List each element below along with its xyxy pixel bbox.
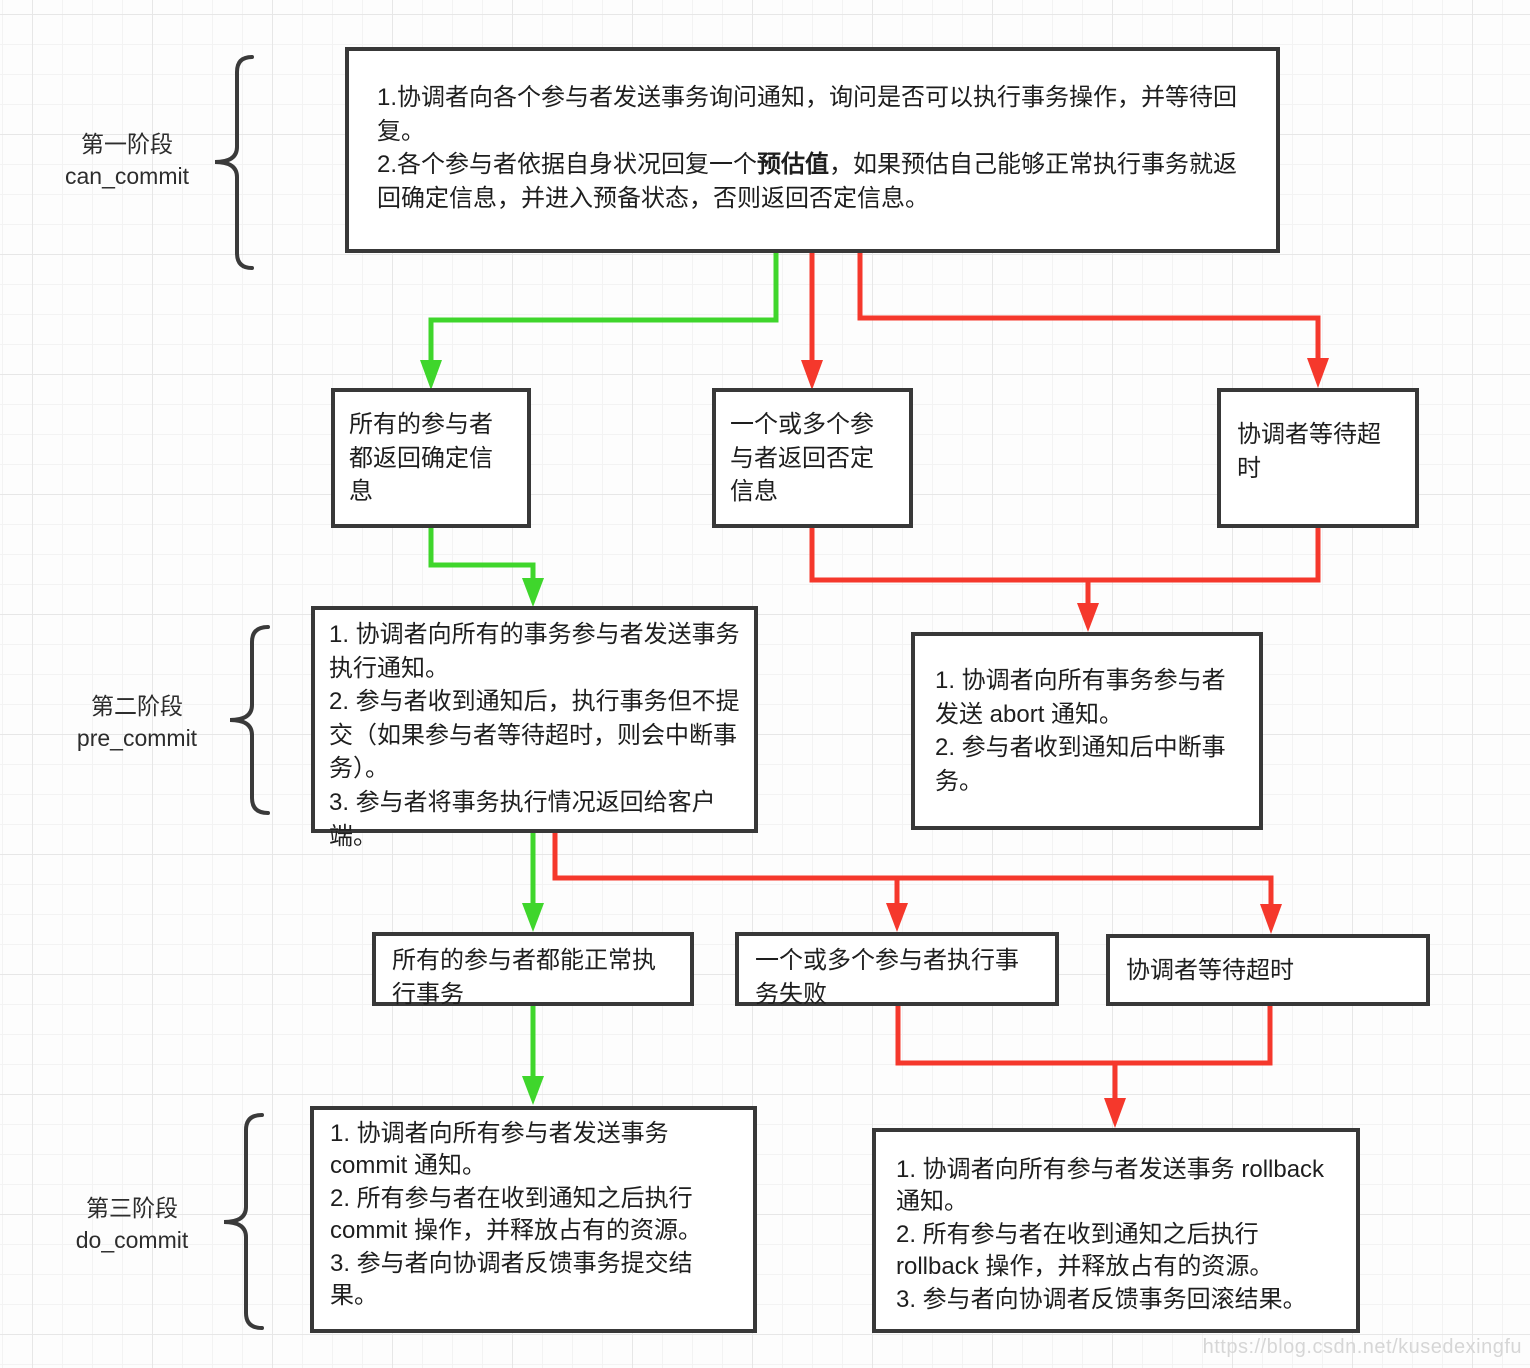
can-commit-item-2-post: ，如果预估自己能够正常执行事务就返回确定信息，并进入预备状态，否则返回否定信息。: [377, 151, 1238, 212]
phase1-en: can_commit: [65, 163, 189, 190]
box-some-no: 一个或多个参与者返回否定信息: [712, 388, 913, 528]
box-some-exec-fail: 一个或多个参与者执行事务失败: [735, 932, 1059, 1008]
box-all-exec-ok: 所有的参与者都能正常执行事务: [372, 932, 694, 1008]
phase3-en: do_commit: [75, 1227, 189, 1254]
arrow-cancommit-yes-head: [420, 360, 442, 390]
phase2-zh: 第二阶段: [91, 693, 183, 719]
arrow-to-docommit-head: [522, 1076, 544, 1105]
arrow-to-rollback-join: [895, 1006, 1273, 1066]
abort-item-2: 2. 参与者收到通知后中断事务。: [935, 734, 1226, 795]
arrow-cancommit-no-head: [801, 360, 823, 390]
box-abort: 1. 协调者向所有事务参与者发送 abort 通知。 2. 参与者收到通知后中断…: [911, 632, 1263, 830]
do-commit-item-1: 1. 协调者向所有参与者发送事务 commit 通知。: [330, 1120, 669, 1180]
do-commit-item-3: 3. 参与者向协调者反馈事务提交结果。: [330, 1249, 693, 1309]
arrow-cancommit-yes: [428, 253, 779, 362]
phase3-brace: [223, 1113, 264, 1330]
rollback-item-1: 1. 协调者向所有参与者发送事务 rollback 通知。: [896, 1156, 1325, 1216]
phase-label-1: 第一阶段 can_commit: [32, 128, 222, 192]
can-commit-item-2-bold: 预估值: [757, 151, 830, 179]
arrow-to-abort-join: [809, 528, 1321, 583]
arrow-to-abort-head: [1077, 603, 1099, 632]
arrow-precommit-timeout-head: [1260, 904, 1282, 934]
do-commit-item-2: 2. 所有参与者在收到通知之后执行 commit 操作，并释放占有的资源。: [330, 1184, 702, 1245]
pre-commit-item-1: 1. 协调者向所有的事务参与者发送事务执行通知。: [329, 621, 740, 682]
arrow-to-precommit: [428, 528, 536, 580]
arrow-precommit-ok-head: [522, 903, 544, 932]
abort-item-1: 1. 协调者向所有事务参与者发送 abort 通知。: [935, 667, 1226, 728]
box-all-yes: 所有的参与者都返回确定信息: [331, 388, 531, 528]
can-commit-item-2: 2.各个参与者依据自身状况回复一个预估值，如果预估自己能够正常执行事务就返回确定…: [377, 148, 1248, 215]
box-coordinator-timeout-2: 协调者等待超时: [1106, 934, 1430, 1006]
pre-commit-item-3: 3. 参与者将事务执行情况返回给客户端。: [329, 788, 716, 850]
box-rollback: 1. 协调者向所有参与者发送事务 rollback 通知。 2. 所有参与者在收…: [872, 1128, 1360, 1333]
pre-commit-item-2: 2. 参与者收到通知后，执行事务但不提交（如果参与者等待超时，则会中断事务）。: [329, 688, 740, 783]
watermark-url: https://blog.csdn.net/kusedexingfu: [1202, 1336, 1522, 1358]
arrow-to-precommit-head: [522, 578, 544, 607]
arrow-cancommit-timeout: [857, 253, 1321, 360]
arrow-to-rollback-head: [1104, 1098, 1126, 1128]
box-can-commit-desc: 1.协调者向各个参与者发送事务询问通知，询问是否可以执行事务操作，并等待回复。 …: [345, 47, 1280, 253]
box-pre-commit-exec: 1. 协调者向所有的事务参与者发送事务执行通知。 2. 参与者收到通知后，执行事…: [311, 606, 758, 850]
phase2-brace: [229, 625, 270, 815]
arrow-cancommit-timeout-head: [1307, 358, 1329, 388]
phase-label-3: 第三阶段 do_commit: [37, 1192, 227, 1256]
box-coordinator-timeout-1: 协调者等待超时: [1217, 388, 1419, 528]
phase3-zh: 第三阶段: [86, 1195, 178, 1221]
rollback-item-2: 2. 所有参与者在收到通知之后执行 rollback 操作，并释放占有的资源。: [896, 1220, 1274, 1281]
can-commit-item-1: 1.协调者向各个参与者发送事务询问通知，询问是否可以执行事务操作，并等待回复。: [377, 84, 1238, 145]
phase-label-2: 第二阶段 pre_commit: [42, 690, 232, 754]
rollback-item-3: 3. 参与者向协调者反馈事务回滚结果。: [896, 1285, 1307, 1313]
phase2-en: pre_commit: [76, 725, 198, 752]
phase1-zh: 第一阶段: [81, 131, 173, 157]
box-do-commit-exec: 1. 协调者向所有参与者发送事务 commit 通知。 2. 所有参与者在收到通…: [310, 1106, 757, 1333]
arrow-precommit-fail-head: [886, 903, 908, 932]
can-commit-item-2-pre: 2.各个参与者依据自身状况回复一个: [377, 151, 758, 179]
